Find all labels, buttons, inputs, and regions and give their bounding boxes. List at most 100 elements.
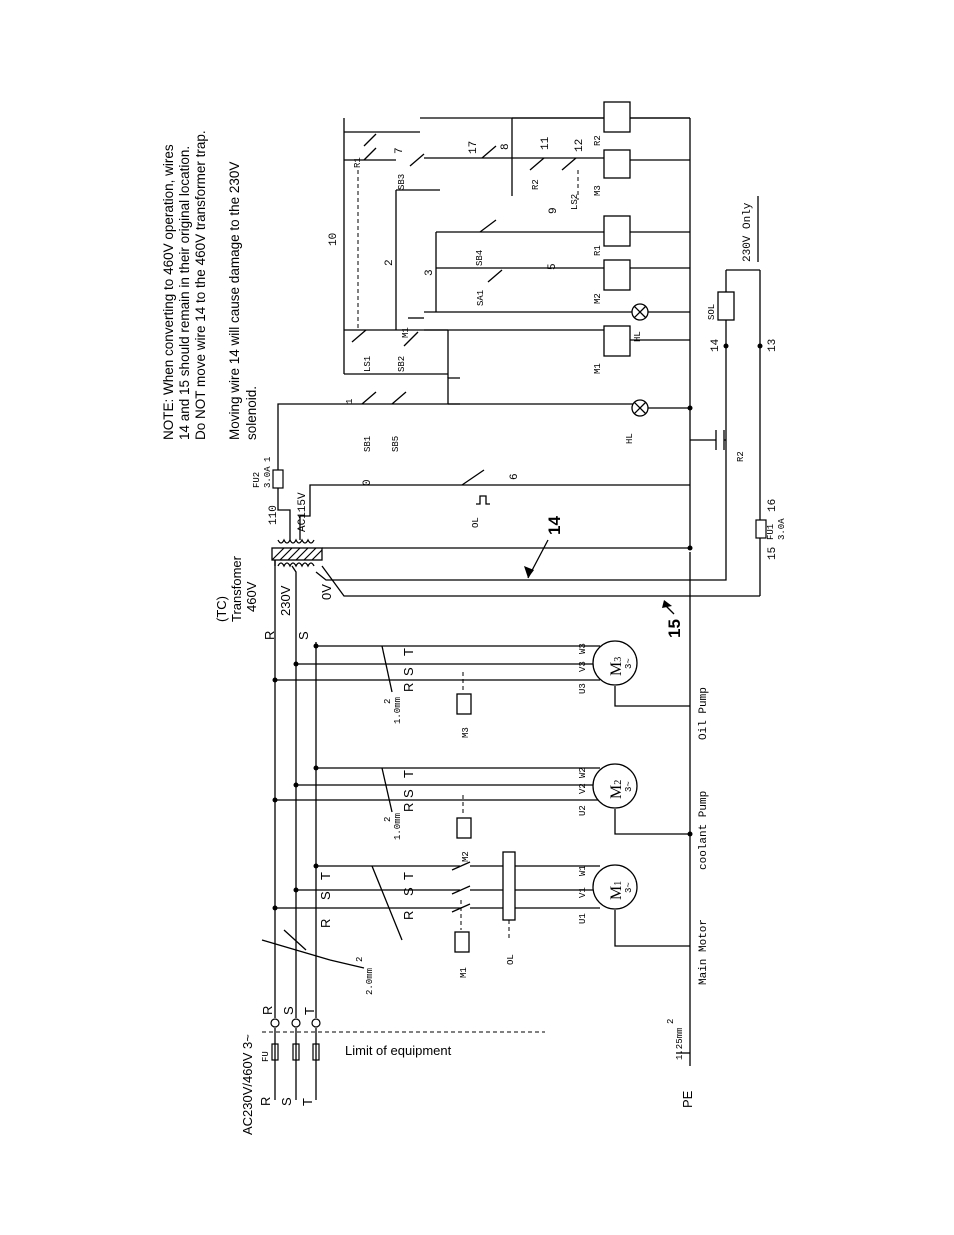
supply-label: AC230V/460V 3~ [240,1034,255,1135]
m3-branch-t: T [401,648,416,656]
wire-11: 11 [540,136,552,150]
m3-branch-s: S [401,667,416,676]
transformer-460v: 460V [244,581,259,612]
main-motor-symbol [592,864,638,910]
m2-v: V2 [578,783,588,794]
wire-6: 6 [509,473,521,480]
transformer-name: Transfomer [229,555,244,622]
m3-contactor-coil [456,693,472,715]
transformer-tag: (TC) [214,596,229,622]
m2-branch-r: R [401,803,416,812]
m1-branch-r: R [401,911,416,920]
ctrl-ol-label: OL [471,517,481,528]
r1-contact-label: R1 [353,157,363,168]
m1-branch-t: T [401,872,416,880]
supply-phase-s: S [279,1097,294,1106]
terminal-r [270,1018,280,1028]
ls2-label: LS2 [570,194,580,210]
terminal-t [311,1018,321,1028]
motor-branch-2: R S T 1.0mm 2 M2 M2 3~ U2 V2 W2 coolant … [272,763,710,870]
coolant-pump-label: coolant Pump [698,791,710,870]
m3-v: V3 [578,661,588,672]
wire-10: 10 [328,233,340,246]
m2-contactor-label: M2 [461,851,471,862]
ol-thermal-relay [502,851,516,921]
m3-id: M3 [608,657,625,676]
oil-motor-symbol [592,640,638,686]
main-motor-label: Main Motor [698,919,710,985]
m2-coil [603,259,631,291]
sb5-label: SB5 [391,436,401,452]
terminal-s [291,1018,301,1028]
transformer-ac115v: AC115V [297,492,309,532]
hl-label: HL [633,331,643,342]
sb4-label: SB4 [475,250,485,266]
main-wire-size: 2.0mm [365,968,375,995]
m2-u: U2 [578,805,588,816]
sa1-label: SA1 [476,290,486,306]
m3-wire-sup: 2 [383,699,393,704]
pe-label: PE [680,1090,695,1108]
wire-callouts: 14 15 [315,346,727,638]
bus-r-label: R [318,919,333,928]
bus-s-label: S [318,891,333,900]
m1-contactor-coil [454,931,470,953]
note-line-2: 14 and 15 should remain in their origina… [177,146,192,440]
m2-wire-sup: 2 [383,817,393,822]
m3-coil [603,149,631,179]
sb3-label: SB3 [397,174,407,190]
note-block: NOTE: When converting to 460V operation,… [161,130,259,440]
fu1-label: FU1 [766,524,776,540]
m2-w: W2 [578,767,588,778]
m2-phase: 3~ [624,781,634,792]
transformer-230v: 230V [278,585,293,616]
m1-coil-label: M1 [593,363,603,374]
fu1-rating: 3.0A [777,518,787,540]
m1-w: W1 [578,865,588,876]
m1-branch-s: S [401,887,416,896]
bus-t-label: T [318,872,333,880]
fu1-fuse [755,519,767,539]
wire-110: 110 [268,505,280,525]
m2-branch-t: T [401,770,416,778]
fu2-fuse [272,469,284,489]
wire-1-fu: 1 [263,457,273,462]
m3-w: W3 [578,643,588,654]
supply-phase-r: R [258,1097,273,1106]
m2-id: M2 [608,780,625,799]
r1-coil-label: R1 [593,245,603,256]
sol-coil [717,291,735,321]
sb1-label: SB1 [363,436,373,452]
r2-lower-label: R2 [736,451,746,462]
m2-coil-label: M2 [593,293,603,304]
r2-coil-label: R2 [593,135,603,146]
ls1-label: LS1 [363,356,373,372]
r2-coil [603,101,631,133]
m3-phase: 3~ [624,658,634,669]
wire-0: 0 [362,479,374,486]
note-line-4: Moving wire 14 will cause damage to the … [227,162,242,440]
m1-id: M1 [608,881,625,900]
sol-label: SOL [707,304,717,320]
m2-branch-s: S [401,789,416,798]
m1-coil [603,325,631,357]
m1-phase: 3~ [624,882,634,893]
fu2-rating: 3.0A [263,466,273,488]
m2-contactor-coil [456,817,472,839]
main-wire-sup: 2 [355,957,365,962]
wire-1: 1 [345,399,355,404]
m3-u: U3 [578,683,588,694]
note-line-5: solenoid. [244,386,259,440]
callout-15: 15 [665,619,684,638]
wire-12: 12 [574,139,586,152]
transformer-s-label: S [296,631,311,640]
control-circuit: 0 6 OL SB1 SB5 1 HL LS1 SB2 M1 M1 [328,101,787,596]
m1-u: U1 [578,913,588,924]
motor-branch-3: R S T 1.0mm 2 M3 M3 3~ U3 V3 W3 Oil Pump [272,640,710,740]
m3-coil-label: M3 [593,185,603,196]
230v-only-label: 230V Only [742,202,754,262]
wire-5: 5 [547,263,559,270]
transformer: (TC) Transfomer 460V 230V 0V AC115V 110 … [214,403,760,622]
